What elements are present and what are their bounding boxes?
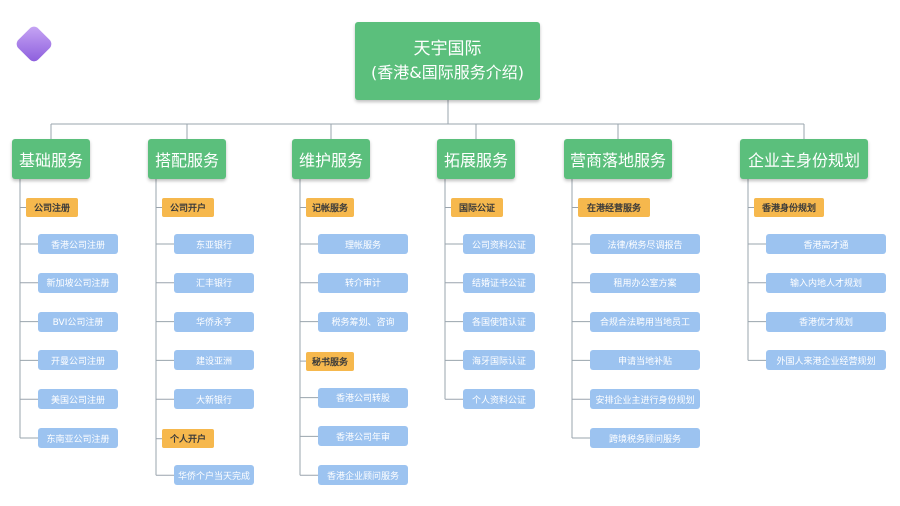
service-item: 香港公司年审: [318, 426, 408, 447]
service-item: 理帐服务: [318, 234, 408, 254]
category-node: 营商落地服务: [564, 139, 672, 179]
service-item: 法律/税务尽调报告: [590, 234, 700, 254]
service-item: 香港公司注册: [38, 234, 118, 254]
service-item: 建设亚洲: [174, 350, 254, 371]
service-item: 华侨永亨: [174, 311, 254, 332]
service-item: 美国公司注册: [38, 389, 118, 410]
root-node: 天宇国际 (香港&国际服务介绍): [355, 22, 540, 100]
service-item: 汇丰银行: [174, 272, 254, 293]
category-node: 企业主身份规划: [740, 139, 868, 179]
service-item: 东南亚公司注册: [38, 428, 118, 448]
root-title: 天宇国际: [413, 39, 482, 59]
subgroup-label: 个人开户: [162, 429, 214, 449]
category-node: 基础服务: [12, 139, 90, 179]
service-item: 安排企业主进行身份规划: [590, 389, 700, 410]
service-item: 租用办公室方案: [590, 272, 700, 293]
service-item: 东亚银行: [174, 234, 254, 254]
service-item: 公司资料公证: [463, 234, 535, 254]
service-item: 输入内地人才规划: [766, 272, 886, 293]
service-item: 税务筹划、咨询: [318, 311, 408, 332]
subgroup-label: 在港经营服务: [578, 198, 650, 217]
service-item: 大新银行: [174, 389, 254, 410]
service-item: 转介审计: [318, 272, 408, 293]
service-item: 合规合法聘用当地员工: [590, 311, 700, 332]
service-item: 香港企业顾问服务: [318, 465, 408, 486]
service-item: 跨境税务顾问服务: [590, 428, 700, 448]
service-item: 开曼公司注册: [38, 350, 118, 371]
brand-logo-icon: [16, 26, 52, 62]
subgroup-label: 国际公证: [451, 198, 503, 217]
service-item: 香港高才通: [766, 234, 886, 254]
service-item: 申请当地补贴: [590, 350, 700, 371]
category-node: 维护服务: [292, 139, 370, 179]
subgroup-label: 秘书服务: [306, 351, 354, 371]
subgroup-label: 香港身份规划: [754, 198, 824, 217]
service-item: 个人资料公证: [463, 389, 535, 410]
service-item: 海牙国际认证: [463, 350, 535, 371]
service-item: 新加坡公司注册: [38, 272, 118, 293]
service-item: 香港公司转股: [318, 387, 408, 408]
service-item: 华侨个户当天完成: [174, 465, 254, 486]
subgroup-label: 公司注册: [26, 198, 78, 217]
service-item: 香港优才规划: [766, 311, 886, 332]
service-item: 外国人来港企业经营规划: [766, 350, 886, 371]
subgroup-label: 记帐服务: [306, 198, 354, 217]
category-node: 拓展服务: [437, 139, 515, 179]
service-item: BVI公司注册: [38, 311, 118, 332]
category-node: 搭配服务: [148, 139, 226, 179]
root-subtitle: (香港&国际服务介绍): [371, 63, 524, 82]
service-item: 结婚证书公证: [463, 272, 535, 293]
service-item: 各国使馆认证: [463, 311, 535, 332]
subgroup-label: 公司开户: [162, 198, 214, 217]
